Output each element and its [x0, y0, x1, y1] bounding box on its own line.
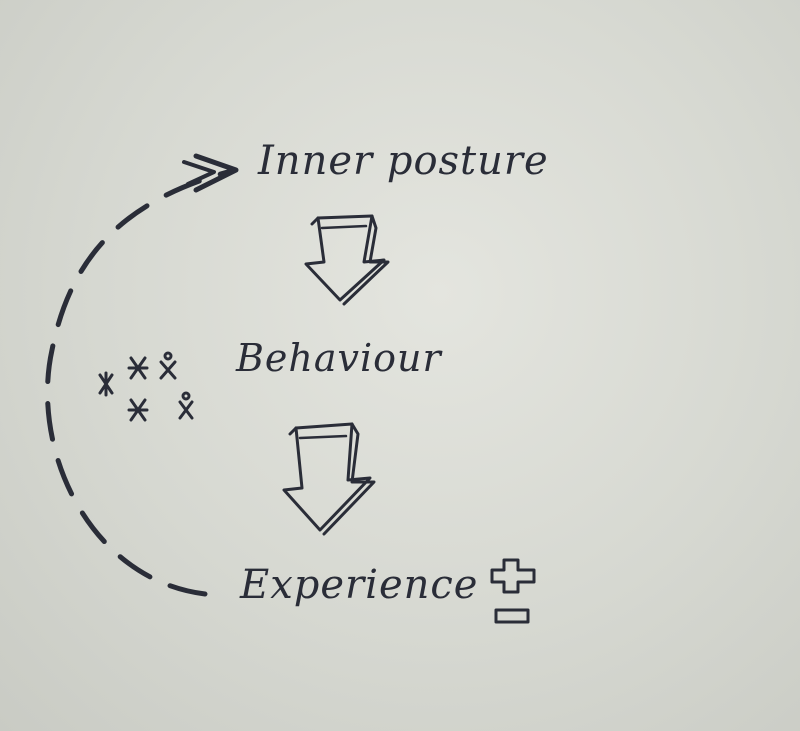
- stage-label-inner-posture: Inner posture: [258, 138, 549, 184]
- stage-label-behaviour: Behaviour: [236, 336, 442, 380]
- stage-label-experience: Experience: [240, 562, 479, 608]
- down-arrow-icon: [304, 214, 390, 306]
- feedback-arrowhead-icon: [193, 153, 239, 193]
- plus-icon: [490, 558, 536, 594]
- person-figures-icon: [98, 351, 194, 422]
- down-arrow-icon: [282, 422, 376, 536]
- minus-icon: [494, 608, 530, 624]
- feedback-loop: [45, 153, 239, 597]
